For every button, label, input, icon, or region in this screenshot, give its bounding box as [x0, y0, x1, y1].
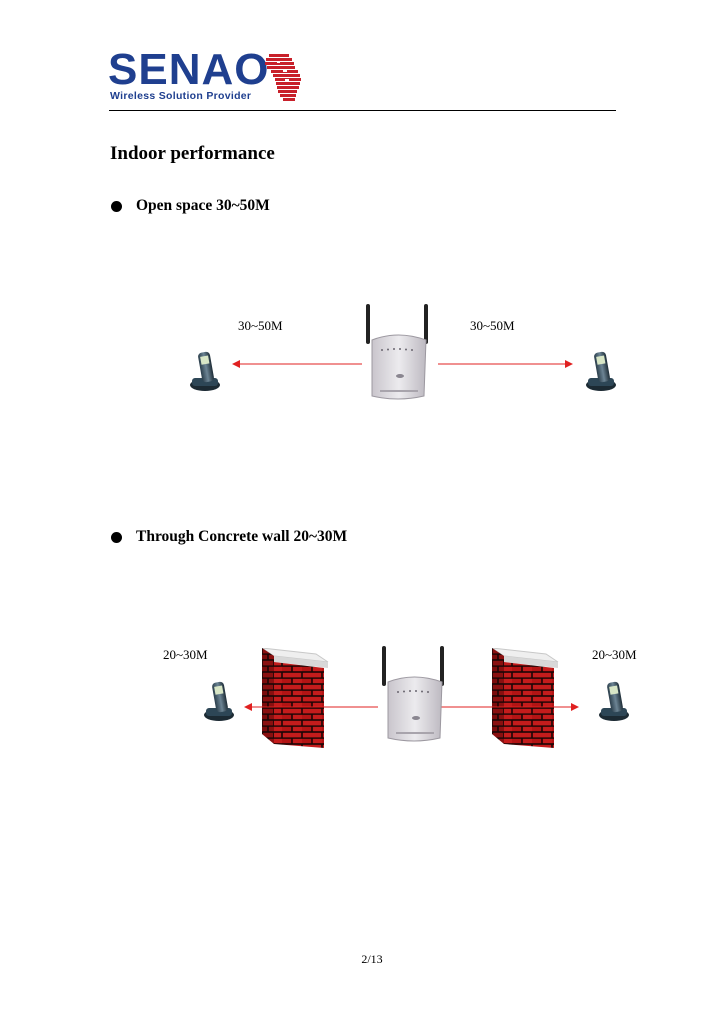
range-label-left: 20~30M — [163, 647, 208, 662]
open-space-diagram — [232, 360, 573, 368]
brick-wall-icon — [262, 648, 329, 748]
bullet-dot — [111, 532, 122, 543]
brand-tagline: Wireless Solution Provider — [110, 90, 252, 102]
access-point-icon — [366, 304, 428, 400]
section-bullet-concrete-wall: Through Concrete wall 20~30M — [136, 528, 348, 545]
concrete-wall-diagram — [244, 703, 579, 711]
phone-icon — [204, 681, 234, 721]
range-label-right: 30~50M — [470, 318, 515, 333]
access-point-icon — [382, 646, 444, 742]
brand-logo-text: SENAO — [108, 45, 270, 94]
phone-icon — [190, 351, 220, 391]
phone-icon — [586, 351, 616, 391]
header-divider — [109, 110, 616, 111]
range-label-right: 20~30M — [592, 647, 637, 662]
bullet-dot — [111, 201, 122, 212]
page-title: Indoor performance — [110, 143, 275, 164]
head-silhouette-logo-icon — [265, 54, 301, 101]
page-number: 2/13 — [361, 952, 383, 966]
range-label-left: 30~50M — [238, 318, 283, 333]
brick-wall-icon — [492, 648, 559, 748]
phone-icon — [599, 681, 629, 721]
section-bullet-open-space: Open space 30~50M — [136, 197, 270, 214]
